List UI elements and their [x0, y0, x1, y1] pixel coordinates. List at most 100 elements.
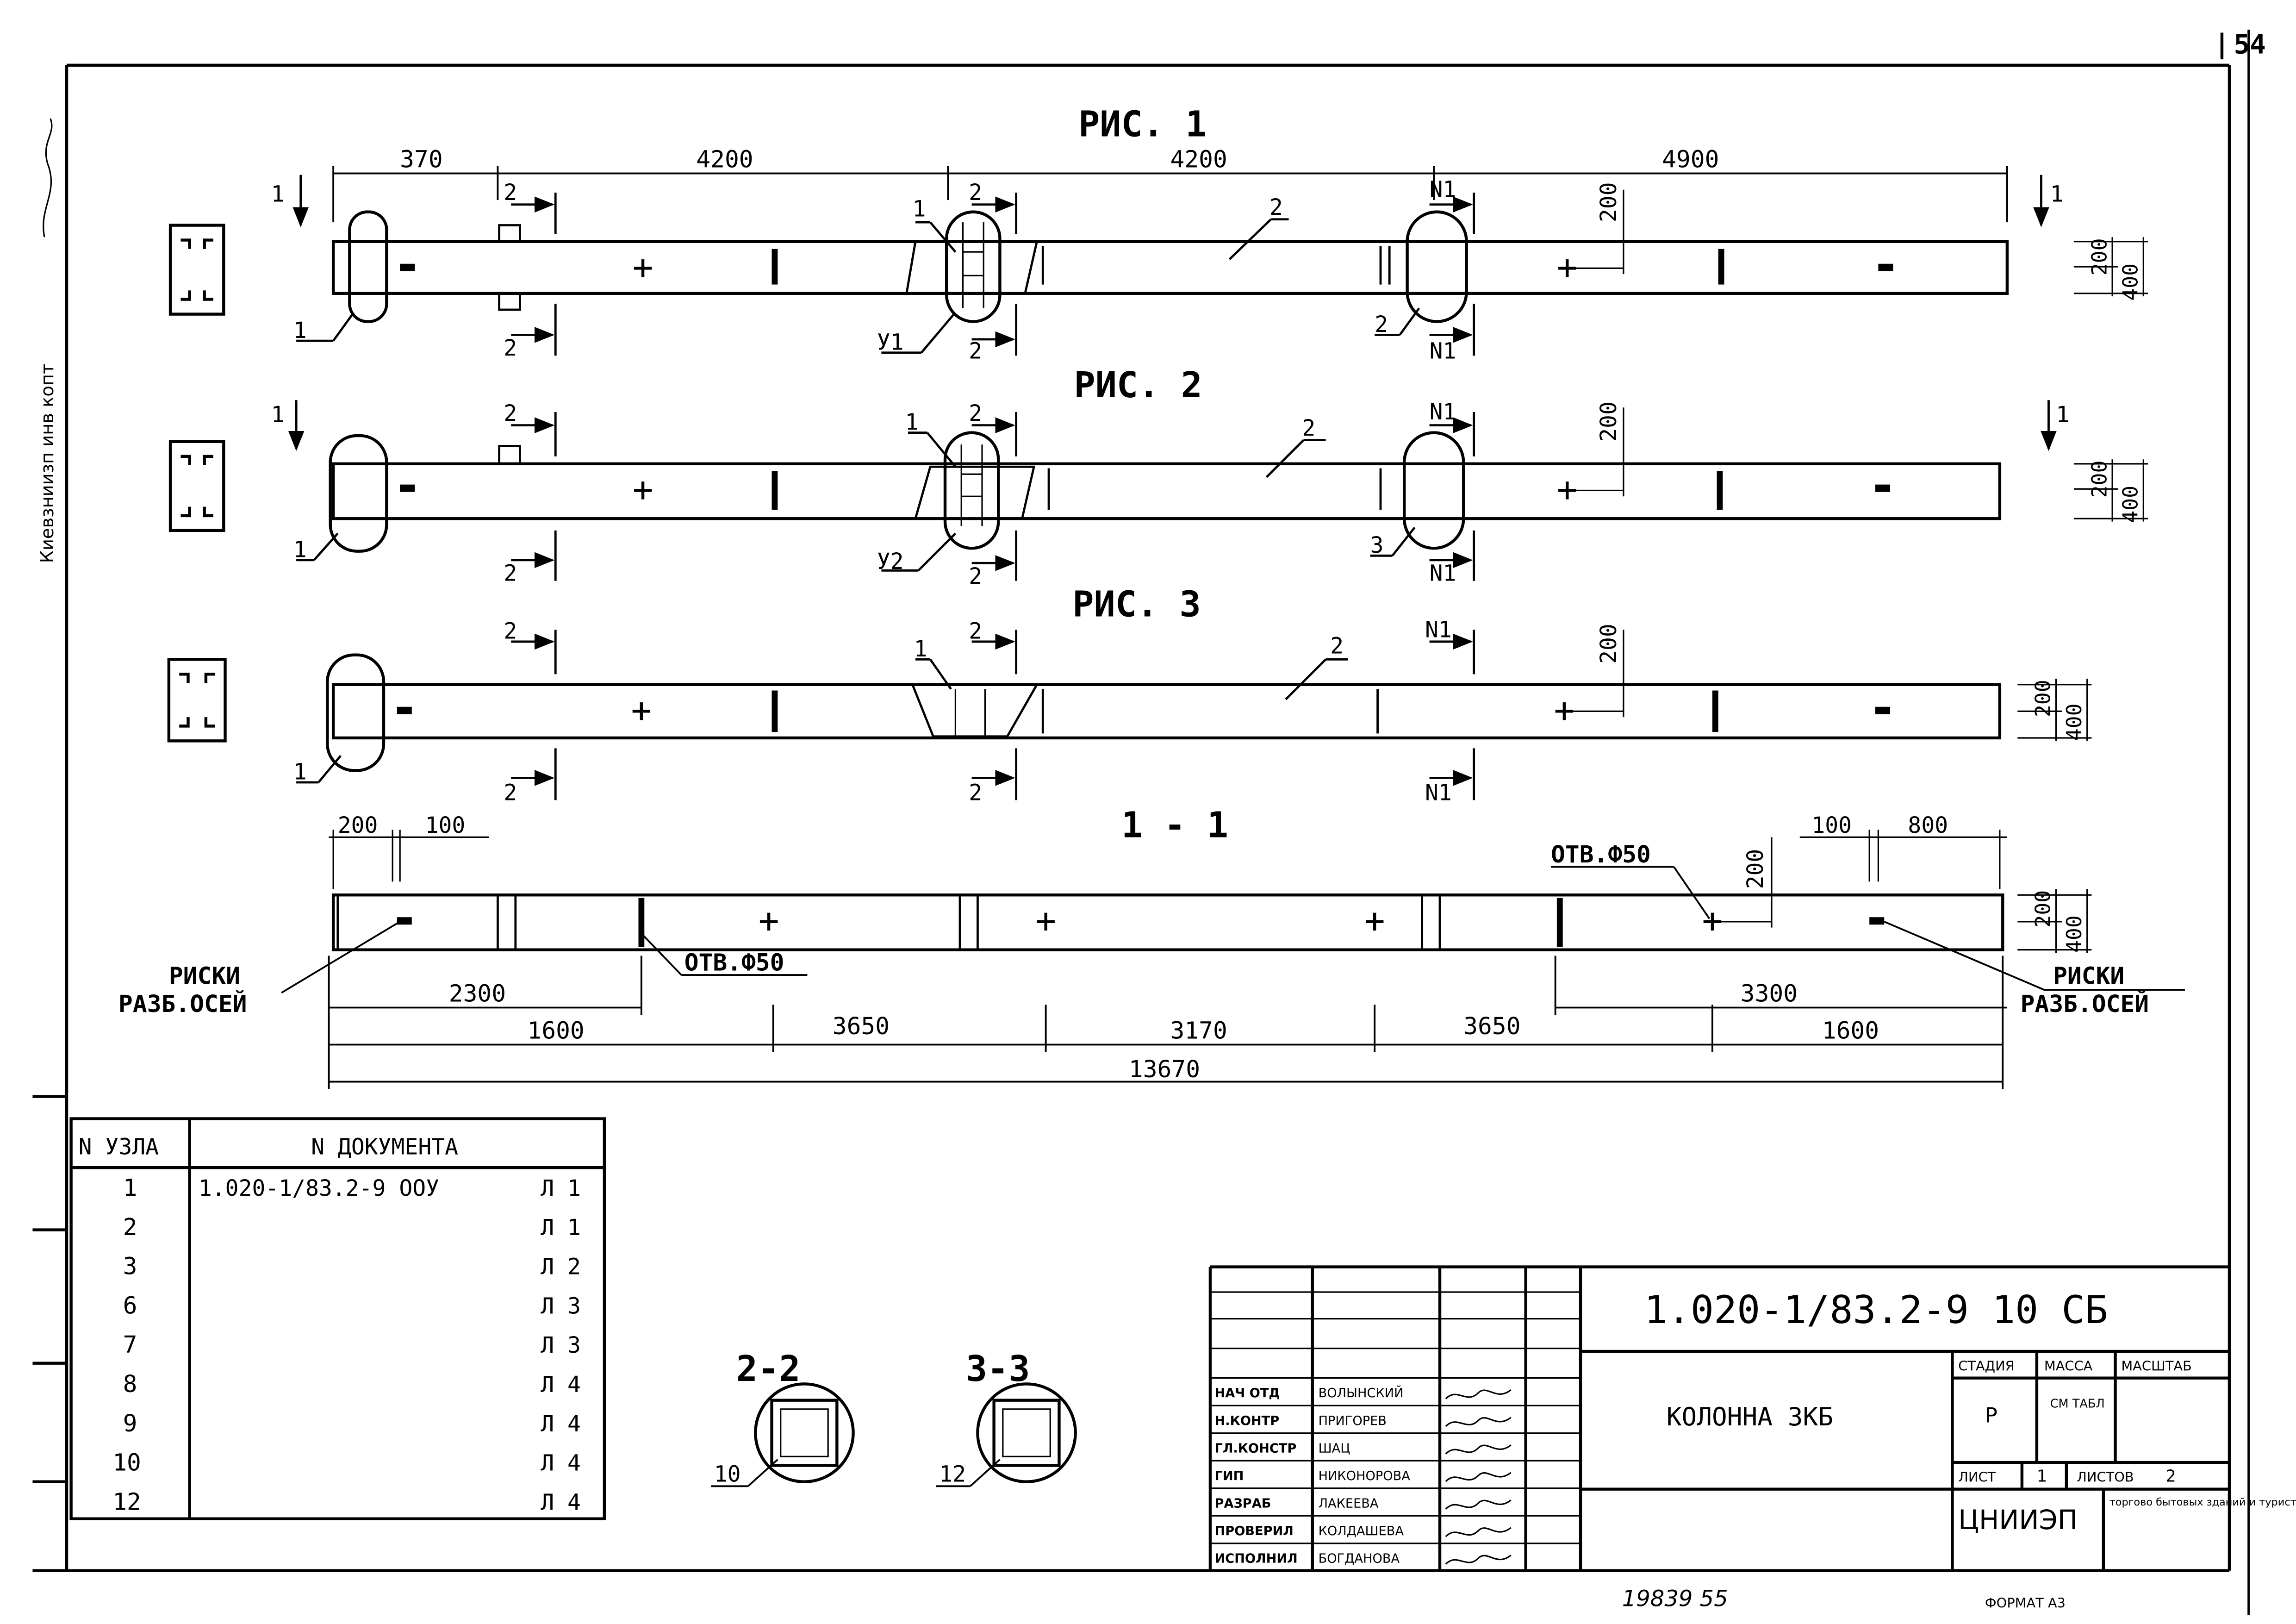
leader-1-left-fig1: 1 — [293, 318, 307, 344]
dim-400-right-fig2: 400 — [2118, 486, 2143, 523]
leader-1-left-fig3: 1 — [293, 759, 307, 785]
section-2-2-title: 2-2 — [736, 1349, 801, 1390]
node-table-header-node: N УЗЛА — [79, 1134, 159, 1160]
format-label: ФОРМАТ А3 — [1985, 1595, 2066, 1611]
figure-3-title: РИС. 3 — [1072, 584, 1201, 625]
node-number: 9 — [123, 1410, 137, 1437]
node-number: 6 — [123, 1292, 137, 1319]
signature-role: РАЗРАБ — [1215, 1496, 1271, 1511]
signature-name: НИКОНОРОВА — [1319, 1469, 1411, 1483]
cut-2-b-top-fig3: 2 — [969, 618, 982, 644]
sheets-total: 2 — [2165, 1467, 2176, 1486]
dim-4200-a: 4200 — [696, 146, 753, 174]
cut-n1-bot-fig1: N1 — [1430, 338, 1456, 364]
dim-200-right-fig1: 200 — [2087, 238, 2111, 275]
dim-3650-left: 3650 — [833, 1012, 890, 1040]
leader-u1: У1 — [877, 329, 904, 355]
dim-200-s11-hole: 200 — [1742, 849, 1768, 889]
section-3-3: 3-3 12 — [936, 1349, 1077, 1487]
dim-1600-right: 1600 — [1822, 1017, 1879, 1045]
marks-label-left: РИСКИ — [169, 962, 240, 990]
sheet-ref: Л 1 — [541, 1175, 581, 1201]
dim-200-right-fig2: 200 — [2087, 461, 2111, 498]
cut-2-a-top-fig3: 2 — [504, 618, 517, 644]
leader-3-fig2: 3 — [1370, 532, 1384, 558]
strip-signature — [43, 118, 53, 237]
figure-1: РИС. 1 370 4200 4200 4900 — [168, 104, 2148, 364]
inventory-number: 19839 55 — [1622, 1586, 1728, 1612]
leader-2-top-fig3: 2 — [1330, 633, 1344, 659]
cut-1-left-fig1: 1 — [271, 181, 285, 207]
dim-400-right-fig1: 400 — [2118, 263, 2143, 301]
cut-2-b-bot-fig3: 2 — [969, 780, 982, 806]
cut-2-a-bot-fig1: 2 — [504, 335, 517, 361]
table-row: 1 1.020-1/83.2-9 ООУ Л 1 — [123, 1174, 581, 1202]
node-number: 7 — [123, 1331, 137, 1359]
leader-1-mid-fig1: 1 — [913, 196, 926, 222]
sheet-ref: Л 1 — [541, 1215, 581, 1241]
cut-2-a-bot-fig2: 2 — [504, 561, 517, 587]
dim-4200-b: 4200 — [1170, 146, 1227, 174]
cut-n1-bot-fig2: N1 — [1430, 561, 1456, 587]
dim-200-fig3: 200 — [1596, 624, 1622, 664]
leader-10: 10 — [714, 1462, 741, 1487]
doc-number: 1.020-1/83.2-9 ООУ — [199, 1175, 439, 1201]
column-body-fig3 — [331, 683, 2002, 740]
page-number: 54 — [2234, 29, 2266, 60]
sheet-ref: Л 4 — [541, 1450, 581, 1476]
cut-1-right-fig2: 1 — [2056, 402, 2069, 428]
signature-row: НАЧ ОТД ВОЛЫНСКИЙ — [1210, 1386, 1581, 1406]
signature-name: БОГДАНОВА — [1319, 1551, 1400, 1566]
signature-name: КОЛДАШЕВА — [1319, 1524, 1404, 1538]
cut-n1-top-fig1: N1 — [1430, 177, 1456, 203]
dim-400-right-fig3: 400 — [2062, 703, 2086, 741]
doc-code: 1.020-1/83.2-9 10 СБ — [1644, 1287, 2108, 1332]
dim-4900: 4900 — [1662, 146, 1719, 174]
sheet-ref: Л 4 — [541, 1411, 581, 1437]
node-number: 2 — [123, 1213, 137, 1241]
sheet-number: 1 — [2037, 1467, 2047, 1486]
column-section-square — [168, 224, 225, 316]
dim-1600-left: 1600 — [527, 1017, 584, 1045]
axes-label-left: РАЗБ.ОСЕЙ — [118, 990, 247, 1018]
mass-value: СМ ТАБЛ — [2050, 1397, 2105, 1411]
figure-2: РИС. 2 200 200 400 — [168, 365, 2148, 589]
signature-scribble — [1445, 1472, 1512, 1482]
sheet-ref: Л 3 — [541, 1293, 581, 1319]
dim-2300: 2300 — [449, 980, 506, 1008]
signature-role: Н.КОНТР — [1215, 1414, 1280, 1428]
signature-scribble — [1445, 1499, 1512, 1510]
node-number: 12 — [112, 1488, 141, 1516]
signature-role: НАЧ ОТД — [1215, 1386, 1280, 1400]
stage-value: Р — [1985, 1403, 1997, 1428]
signature-scribble — [1445, 1417, 1512, 1427]
column-body-fig2 — [331, 462, 2002, 520]
signature-name: ВОЛЫНСКИЙ — [1319, 1386, 1404, 1400]
sheets-label: ЛИСТОВ — [2077, 1469, 2134, 1485]
signature-role: ГЛ.КОНСТР — [1215, 1441, 1297, 1455]
signature-scribble — [1445, 1444, 1512, 1455]
leader-2-top-fig2: 2 — [1302, 415, 1315, 441]
dim-200-s11: 200 — [338, 812, 378, 838]
stage-header: СТАДИЯ — [1958, 1358, 2014, 1374]
column-body — [331, 240, 2009, 295]
axes-label-right: РАЗБ.ОСЕЙ — [2021, 990, 2149, 1018]
dim-3650-right: 3650 — [1463, 1012, 1520, 1040]
dim-200-fig1: 200 — [1596, 182, 1622, 222]
node-number: 8 — [123, 1370, 137, 1398]
leader-2-top-fig1: 2 — [1269, 194, 1283, 220]
cut-2-b-bot-fig2: 2 — [969, 563, 982, 589]
node-number: 1 — [123, 1174, 137, 1202]
hole-label-right: ОТВ.Ф50 — [1551, 841, 1651, 868]
section-2-2: 2-2 10 — [711, 1349, 855, 1487]
column-body-s11 — [331, 893, 2004, 951]
